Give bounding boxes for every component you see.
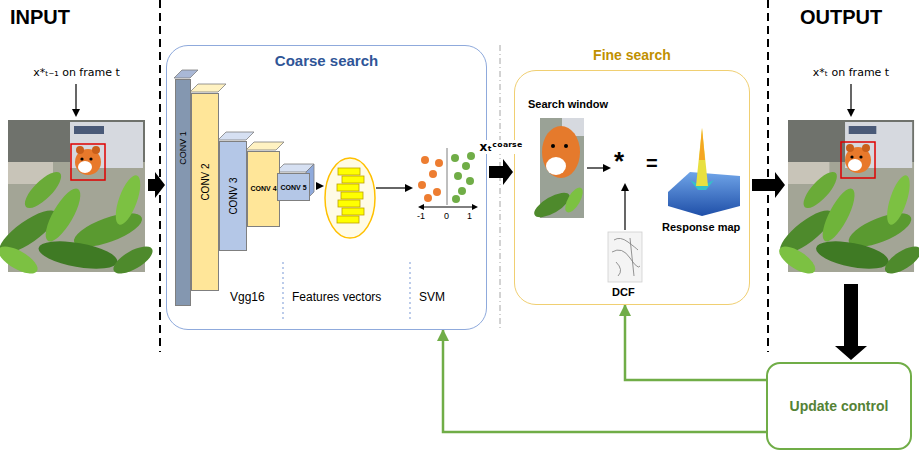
stage-name: Features vectors [292,290,381,304]
operator-symbol: = [646,152,658,175]
conv-layer: CONV 3 [219,141,247,251]
coarse-search-panel: Coarse searchCONV 1 CONV 2 CONV 3 CONV 4 CON… [166,45,487,330]
output-frame: x*ₜ on frame t [788,120,914,272]
flow-arrow [148,172,165,198]
frame-caption: x*ₜ₋₁ on frame t [0,66,155,79]
feedback-arrow [625,305,766,380]
box-label: Update control [790,398,889,414]
panel-title: Coarse search [167,52,486,69]
axis-tick: -1 [417,211,425,221]
image-caption: Search window [528,98,608,110]
flow-arrow [489,159,513,185]
layer-name: CONV 3 [228,177,239,214]
axis-tick: 0 [444,211,449,221]
section-heading: INPUT [10,6,70,29]
conv-layer: CONV 5 [277,173,310,201]
section-heading: OUTPUT [800,6,882,29]
image-caption: DCF [612,286,635,298]
flow-arrow [835,284,867,360]
conv-layer: CONV 1 [175,79,191,306]
layer-name: CONV 2 [200,164,211,201]
update-control-box: Update control [766,362,912,450]
edge-label: xₜᶜᵒᵃʳˢᵉ [478,140,525,154]
stage-name: Vgg16 [230,290,265,304]
conv-layer: CONV 4 [247,151,280,227]
layer-name: CONV 4 [250,185,276,193]
layer-name: CONV 5 [280,184,306,191]
panel-title: Fine search [515,47,749,63]
flow-arrow [752,172,785,198]
stage-name: SVM [419,290,445,304]
frame-caption: x*ₜ on frame t [778,66,919,79]
layer-name: CONV 1 [178,131,188,165]
operator-symbol: * [614,146,624,177]
input-frame: x*ₜ₋₁ on frame t [8,120,145,272]
image-caption: Response map [662,221,740,233]
axis-tick: 1 [467,211,472,221]
conv-layer: CONV 2 [191,93,219,291]
